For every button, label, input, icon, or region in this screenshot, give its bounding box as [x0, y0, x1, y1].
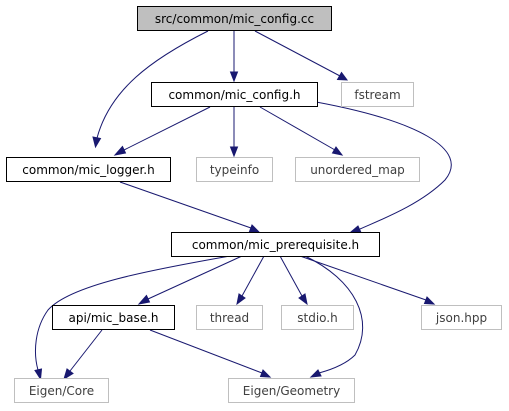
node-mic-logger-h[interactable]: common/mic_logger.h	[6, 157, 171, 182]
node-unordered-map: unordered_map	[295, 157, 420, 182]
arrowhead	[63, 368, 74, 381]
edge-prerequisite-to-stdio-h	[279, 255, 303, 297]
arrowhead	[259, 369, 272, 378]
node-label: typeinfo	[210, 163, 259, 177]
edge-prerequisite-to-json-hpp	[299, 255, 427, 301]
node-label: json.hpp	[435, 311, 487, 325]
edge-prerequisite-to-eigen-geometry	[304, 255, 364, 374]
edge-prerequisite-to-base-h	[147, 255, 243, 300]
arrowhead	[336, 71, 349, 81]
node-label: common/mic_prerequisite.h	[192, 238, 359, 252]
arrowhead	[236, 293, 246, 306]
arrowhead	[34, 368, 43, 381]
node-mic-prerequisite-h[interactable]: common/mic_prerequisite.h	[171, 232, 380, 257]
edge-base-h-to-eigen-core	[69, 329, 103, 372]
arrowhead	[113, 145, 127, 156]
node-label: fstream	[354, 88, 400, 102]
arrowhead	[229, 146, 239, 158]
edge-base-h-to-eigen-geometry	[149, 329, 263, 374]
node-label: unordered_map	[310, 163, 405, 177]
edge-config-cc-to-logger-h	[96, 30, 209, 139]
node-label: stdio.h	[297, 311, 337, 325]
arrowhead	[229, 71, 239, 83]
arrowhead	[331, 146, 344, 156]
node-fstream: fstream	[341, 82, 414, 107]
node-typeinfo: typeinfo	[196, 157, 273, 182]
edge-prerequisite-to-thread	[241, 255, 265, 297]
arrowhead	[298, 293, 308, 306]
arrowhead	[423, 296, 436, 305]
node-json-hpp: json.hpp	[421, 305, 502, 330]
node-stdio-h: stdio.h	[281, 305, 354, 330]
node-eigen-core: Eigen/Core	[14, 378, 109, 403]
node-thread: thread	[196, 305, 263, 330]
node-mic-config-cc[interactable]: src/common/mic_config.cc	[137, 6, 332, 31]
edge-config-h-to-prerequisite-h	[304, 99, 452, 230]
arrowhead	[137, 294, 151, 305]
edge-logger-h-to-prerequisite-h	[119, 181, 252, 229]
node-label: thread	[210, 311, 249, 325]
arrowhead	[248, 224, 261, 233]
arrowhead	[92, 136, 102, 149]
arrowhead	[309, 369, 322, 378]
edge-config-cc-to-fstream	[254, 30, 341, 77]
edge-prerequisite-to-eigen-core	[34, 255, 231, 371]
node-mic-base-h[interactable]: api/mic_base.h	[52, 305, 175, 330]
node-label: src/common/mic_config.cc	[155, 12, 314, 26]
node-label: common/mic_logger.h	[22, 163, 154, 177]
node-eigen-geometry: Eigen/Geometry	[228, 378, 355, 403]
edge-config-h-to-unordered-map	[259, 106, 336, 151]
node-label: common/mic_config.h	[168, 88, 300, 102]
node-mic-config-h[interactable]: common/mic_config.h	[151, 82, 318, 107]
edge-config-h-to-logger-h	[123, 106, 211, 151]
node-label: Eigen/Core	[29, 384, 94, 398]
arrowhead	[349, 225, 362, 234]
node-label: api/mic_base.h	[69, 311, 159, 325]
node-label: Eigen/Geometry	[243, 384, 340, 398]
